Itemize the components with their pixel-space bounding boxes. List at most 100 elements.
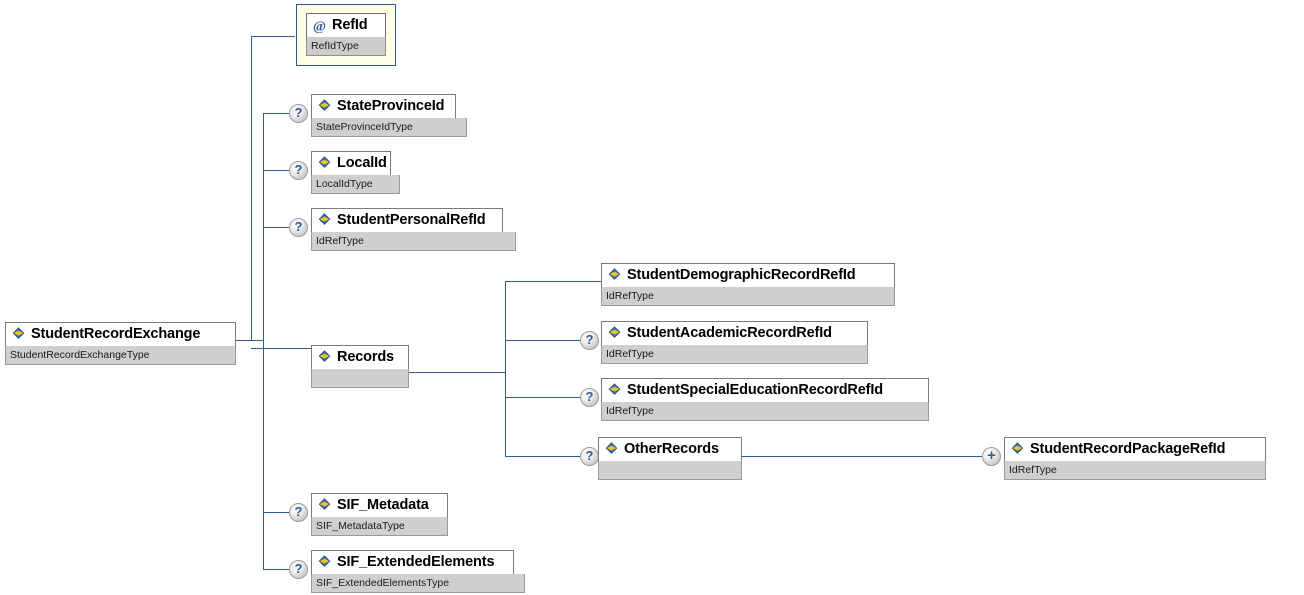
element-icon bbox=[317, 555, 332, 570]
node-stateprovinceid-name: StateProvinceId bbox=[337, 98, 445, 115]
node-studentpersonalrefid-name: StudentPersonalRefId bbox=[337, 212, 486, 229]
element-icon bbox=[604, 442, 619, 457]
node-refid-typebar: RefIdType bbox=[306, 37, 386, 56]
optional-marker-otherrecords[interactable]: ? bbox=[580, 447, 599, 466]
node-studentdemographicrecordrefid-header: StudentDemographicRecordRefId bbox=[601, 263, 895, 288]
element-icon bbox=[317, 350, 332, 365]
node-studentrecordpackagerefid-header: StudentRecordPackageRefId bbox=[1004, 437, 1266, 462]
node-stateprovinceid-typebar: StateProvinceIdType bbox=[311, 118, 467, 137]
node-studentpersonalrefid-typebar: IdRefType bbox=[311, 232, 516, 251]
node-studentspecialeducationrecordrefid-typebar: IdRefType bbox=[601, 402, 929, 421]
node-studentrecordpackagerefid[interactable]: StudentRecordPackageRefId IdRefType bbox=[1004, 437, 1266, 480]
node-studentrecordexchange[interactable]: StudentRecordExchange StudentRecordExcha… bbox=[5, 322, 236, 365]
node-stateprovinceid-header: StateProvinceId bbox=[311, 94, 456, 119]
node-studentacademicrecordrefid-typebar: IdRefType bbox=[601, 345, 868, 364]
node-sifextendedelements-type: SIF_ExtendedElementsType bbox=[316, 576, 450, 589]
optional-marker-studentpersonalrefid[interactable]: ? bbox=[289, 218, 308, 237]
node-studentrecordpackagerefid-name: StudentRecordPackageRefId bbox=[1030, 441, 1226, 458]
node-studentpersonalrefid[interactable]: StudentPersonalRefId IdRefType bbox=[311, 208, 516, 251]
optional-marker-label: ? bbox=[294, 219, 303, 234]
element-icon bbox=[317, 156, 332, 171]
optional-marker-label: ? bbox=[585, 332, 594, 347]
connector-trunk-elements-entry bbox=[251, 348, 264, 349]
element-icon bbox=[317, 498, 332, 513]
node-studentspecialeducationrecordrefid-name: StudentSpecialEducationRecordRefId bbox=[627, 382, 883, 399]
optional-marker-label: ? bbox=[294, 561, 303, 576]
node-studentdemographicrecordrefid[interactable]: StudentDemographicRecordRefId IdRefType bbox=[601, 263, 895, 306]
connector-localid bbox=[263, 170, 290, 171]
node-studentdemographicrecordrefid-typebar: IdRefType bbox=[601, 287, 895, 306]
optional-marker-label: ? bbox=[294, 504, 303, 519]
node-localid-typebar: LocalIdType bbox=[311, 175, 400, 194]
connector-root-stub bbox=[236, 340, 263, 341]
connector-sifmetadata bbox=[263, 512, 290, 513]
node-studentrecordpackagerefid-type: IdRefType bbox=[1009, 463, 1057, 476]
element-icon bbox=[607, 383, 622, 398]
node-localid-header: LocalId bbox=[311, 151, 391, 176]
node-localid-name: LocalId bbox=[337, 155, 387, 172]
svg-text:@: @ bbox=[313, 19, 326, 33]
connector-records bbox=[263, 348, 311, 349]
node-otherrecords-typebar bbox=[598, 461, 742, 480]
connector-studentacademicrecordrefid bbox=[505, 340, 580, 341]
node-refid-header: @ RefId bbox=[306, 13, 386, 38]
connector-records-out bbox=[409, 372, 505, 373]
expand-marker-label: + bbox=[987, 447, 996, 464]
optional-marker-localid[interactable]: ? bbox=[289, 161, 308, 180]
node-studentspecialeducationrecordrefid-header: StudentSpecialEducationRecordRefId bbox=[601, 378, 929, 403]
connector-records-trunk bbox=[505, 281, 506, 456]
node-otherrecords-name: OtherRecords bbox=[624, 441, 719, 458]
node-studentdemographicrecordrefid-type: IdRefType bbox=[606, 289, 654, 302]
optional-marker-sifextendedelements[interactable]: ? bbox=[289, 560, 308, 579]
node-sifmetadata[interactable]: SIF_Metadata SIF_MetadataType bbox=[311, 493, 448, 536]
node-sifextendedelements[interactable]: SIF_ExtendedElements SIF_ExtendedElement… bbox=[311, 550, 525, 593]
expand-marker-studentrecordpackagerefid[interactable]: + bbox=[982, 447, 1001, 466]
optional-marker-stateprovinceid[interactable]: ? bbox=[289, 104, 308, 123]
node-studentacademicrecordrefid[interactable]: StudentAcademicRecordRefId IdRefType bbox=[601, 321, 868, 364]
element-icon bbox=[607, 326, 622, 341]
connector-sifextendedelements bbox=[263, 569, 290, 570]
node-studentspecialeducationrecordrefid[interactable]: StudentSpecialEducationRecordRefId IdRef… bbox=[601, 378, 929, 421]
node-refid[interactable]: @ RefId RefIdType bbox=[296, 4, 396, 66]
node-sifextendedelements-name: SIF_ExtendedElements bbox=[337, 554, 495, 571]
optional-marker-label: ? bbox=[585, 448, 594, 463]
node-sifmetadata-header: SIF_Metadata bbox=[311, 493, 448, 518]
node-studentrecordexchange-header: StudentRecordExchange bbox=[5, 322, 236, 347]
node-refid-type: RefIdType bbox=[311, 39, 359, 52]
node-sifmetadata-name: SIF_Metadata bbox=[337, 497, 429, 514]
node-studentacademicrecordrefid-name: StudentAcademicRecordRefId bbox=[627, 325, 832, 342]
node-studentrecordexchange-type: StudentRecordExchangeType bbox=[10, 348, 150, 361]
node-studentacademicrecordrefid-header: StudentAcademicRecordRefId bbox=[601, 321, 868, 346]
element-icon bbox=[11, 327, 26, 342]
node-refid-name: RefId bbox=[332, 17, 368, 34]
node-stateprovinceid[interactable]: StateProvinceId StateProvinceIdType bbox=[311, 94, 467, 137]
optional-marker-studentspecialeducationrecordrefid[interactable]: ? bbox=[580, 388, 599, 407]
optional-marker-studentacademicrecordrefid[interactable]: ? bbox=[580, 331, 599, 350]
node-sifextendedelements-header: SIF_ExtendedElements bbox=[311, 550, 514, 575]
node-sifextendedelements-typebar: SIF_ExtendedElementsType bbox=[311, 574, 525, 593]
node-studentacademicrecordrefid-type: IdRefType bbox=[606, 347, 654, 360]
connector-stateprovinceid bbox=[263, 113, 290, 114]
connector-trunk-elements bbox=[263, 113, 264, 569]
node-records-name: Records bbox=[337, 349, 394, 366]
node-studentpersonalrefid-type: IdRefType bbox=[316, 234, 364, 247]
element-icon bbox=[607, 268, 622, 283]
node-records-header: Records bbox=[311, 345, 409, 370]
node-records[interactable]: Records bbox=[311, 345, 409, 388]
optional-marker-sifmetadata[interactable]: ? bbox=[289, 503, 308, 522]
node-studentrecordpackagerefid-typebar: IdRefType bbox=[1004, 461, 1266, 480]
element-icon bbox=[317, 213, 332, 228]
node-studentrecordexchange-name: StudentRecordExchange bbox=[31, 326, 201, 343]
node-localid-type: LocalIdType bbox=[316, 177, 373, 190]
node-otherrecords[interactable]: OtherRecords bbox=[598, 437, 742, 480]
node-records-typebar bbox=[311, 369, 409, 388]
node-stateprovinceid-type: StateProvinceIdType bbox=[316, 120, 413, 133]
connector-otherrecords bbox=[505, 456, 580, 457]
node-localid[interactable]: LocalId LocalIdType bbox=[311, 151, 400, 194]
connector-otherrecords-out bbox=[742, 456, 982, 457]
node-sifmetadata-typebar: SIF_MetadataType bbox=[311, 517, 448, 536]
element-icon bbox=[317, 99, 332, 114]
node-otherrecords-header: OtherRecords bbox=[598, 437, 742, 462]
node-studentdemographicrecordrefid-name: StudentDemographicRecordRefId bbox=[627, 267, 856, 284]
